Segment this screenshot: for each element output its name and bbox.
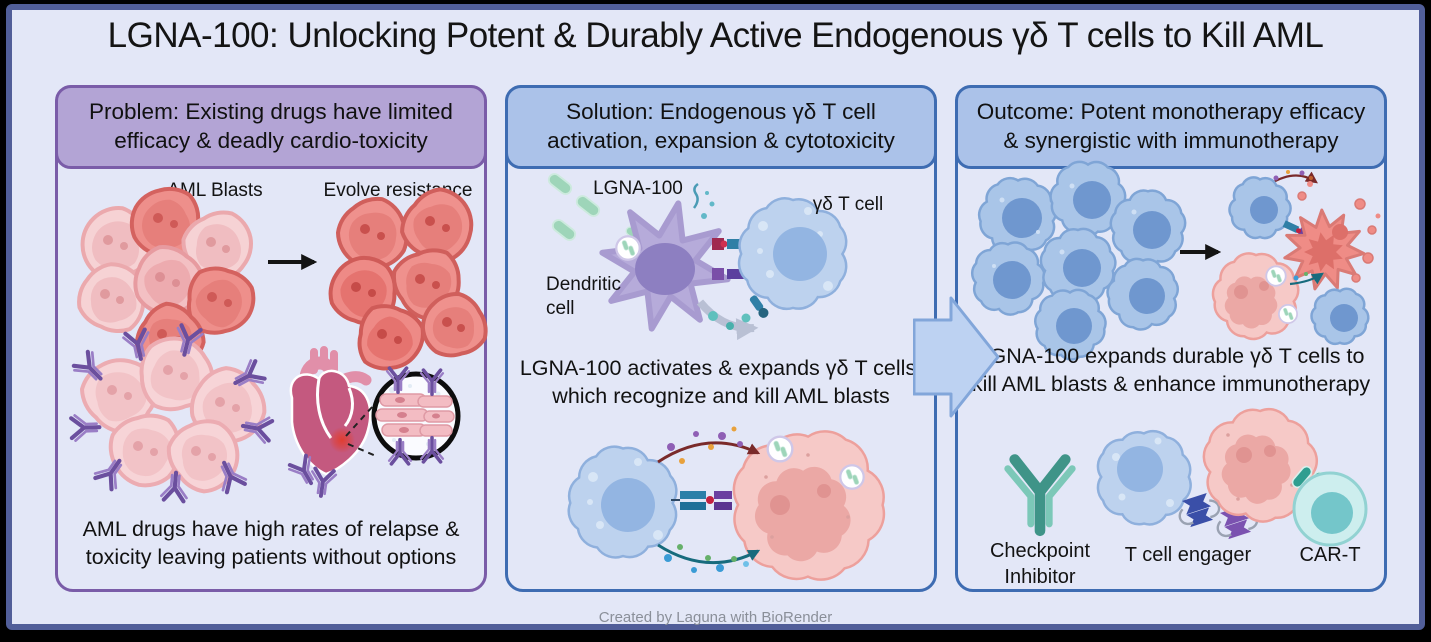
aml-blast-target-icon	[732, 430, 886, 581]
problem-caption: AML drugs have high rates of relapse & t…	[82, 517, 460, 569]
cytokine-arrow-icon	[696, 299, 759, 341]
dendritic-cell-icon	[599, 182, 731, 332]
gd-t-cell-label: γδ T cell	[813, 194, 883, 215]
solution-caption: LGNA-100 activates & expands γδ T cells,…	[519, 355, 923, 408]
heart-icon	[285, 346, 372, 500]
t-cell-icon	[567, 445, 678, 559]
t-cell-engager-label: T cell engager	[1125, 544, 1252, 566]
panel-outcome: Outcome: Potent monotherapy efficacy & s…	[955, 85, 1387, 592]
outcome-illustration-top	[970, 160, 1381, 361]
resistant-blast-cluster-icon	[328, 187, 488, 371]
antibody-coated-cells-icon	[71, 325, 273, 502]
solution-header-text: Solution: Endogenous γδ T cell activatio…	[547, 99, 895, 153]
checkpoint-inhibitor-icon	[1008, 460, 1072, 531]
solution-header: Solution: Endogenous γδ T cell activatio…	[505, 85, 937, 169]
problem-header: Problem: Existing drugs have limited eff…	[55, 85, 487, 169]
expanded-t-cell-cluster-icon	[970, 160, 1187, 361]
solution-illustration-top: LGNA-100 Dendritic cell	[545, 170, 883, 341]
target-blast-icon	[1202, 407, 1318, 523]
solution-illustration-bottom	[567, 426, 886, 581]
outcome-illustration-bottom: Checkpoint Inhibitor T cell engager	[990, 407, 1368, 588]
aml-blast-cluster-icon	[77, 186, 256, 370]
checkpoint-label-2: Inhibitor	[1004, 566, 1075, 588]
panel-solution: Solution: Endogenous γδ T cell activatio…	[505, 85, 937, 592]
gd-t-cell-icon	[737, 197, 848, 318]
dendritic-cell-label-1: Dendritic	[546, 274, 621, 295]
problem-header-text: Problem: Existing drugs have limited eff…	[89, 99, 453, 153]
outcome-header: Outcome: Potent monotherapy efficacy & s…	[955, 85, 1387, 169]
killing-scene-icon	[1211, 170, 1381, 346]
dendritic-cell-label-2: cell	[546, 298, 575, 319]
muscle-fibers-icon	[375, 393, 455, 437]
primed-blast-icon	[1211, 252, 1300, 341]
lgna-label: LGNA-100	[593, 178, 683, 199]
problem-illustration: AML Blasts Evolve resistance	[58, 180, 488, 502]
outcome-header-text: Outcome: Potent monotherapy efficacy & s…	[976, 99, 1366, 153]
big-arrow-icon	[913, 296, 1000, 418]
panel-problem: Problem: Existing drugs have limited eff…	[55, 85, 488, 592]
checkpoint-label-1: Checkpoint	[990, 540, 1091, 562]
footer-credit: Created by Laguna with BioRender	[598, 609, 833, 626]
page-title: LGNA-100: Unlocking Potent & Durably Act…	[107, 16, 1324, 55]
outcome-caption: LGNA-100 expands durable γδ T cells to k…	[971, 343, 1371, 396]
cytotoxic-arrows-icon	[657, 426, 761, 573]
car-t-label: CAR-T	[1299, 544, 1360, 566]
car-t-icon	[1291, 465, 1368, 547]
cardiotoxicity-magnifier-icon	[345, 366, 461, 466]
